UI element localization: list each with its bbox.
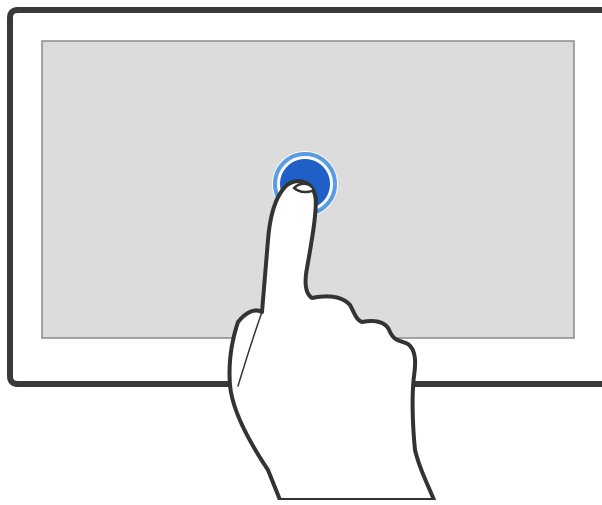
- fingernail: [294, 184, 314, 192]
